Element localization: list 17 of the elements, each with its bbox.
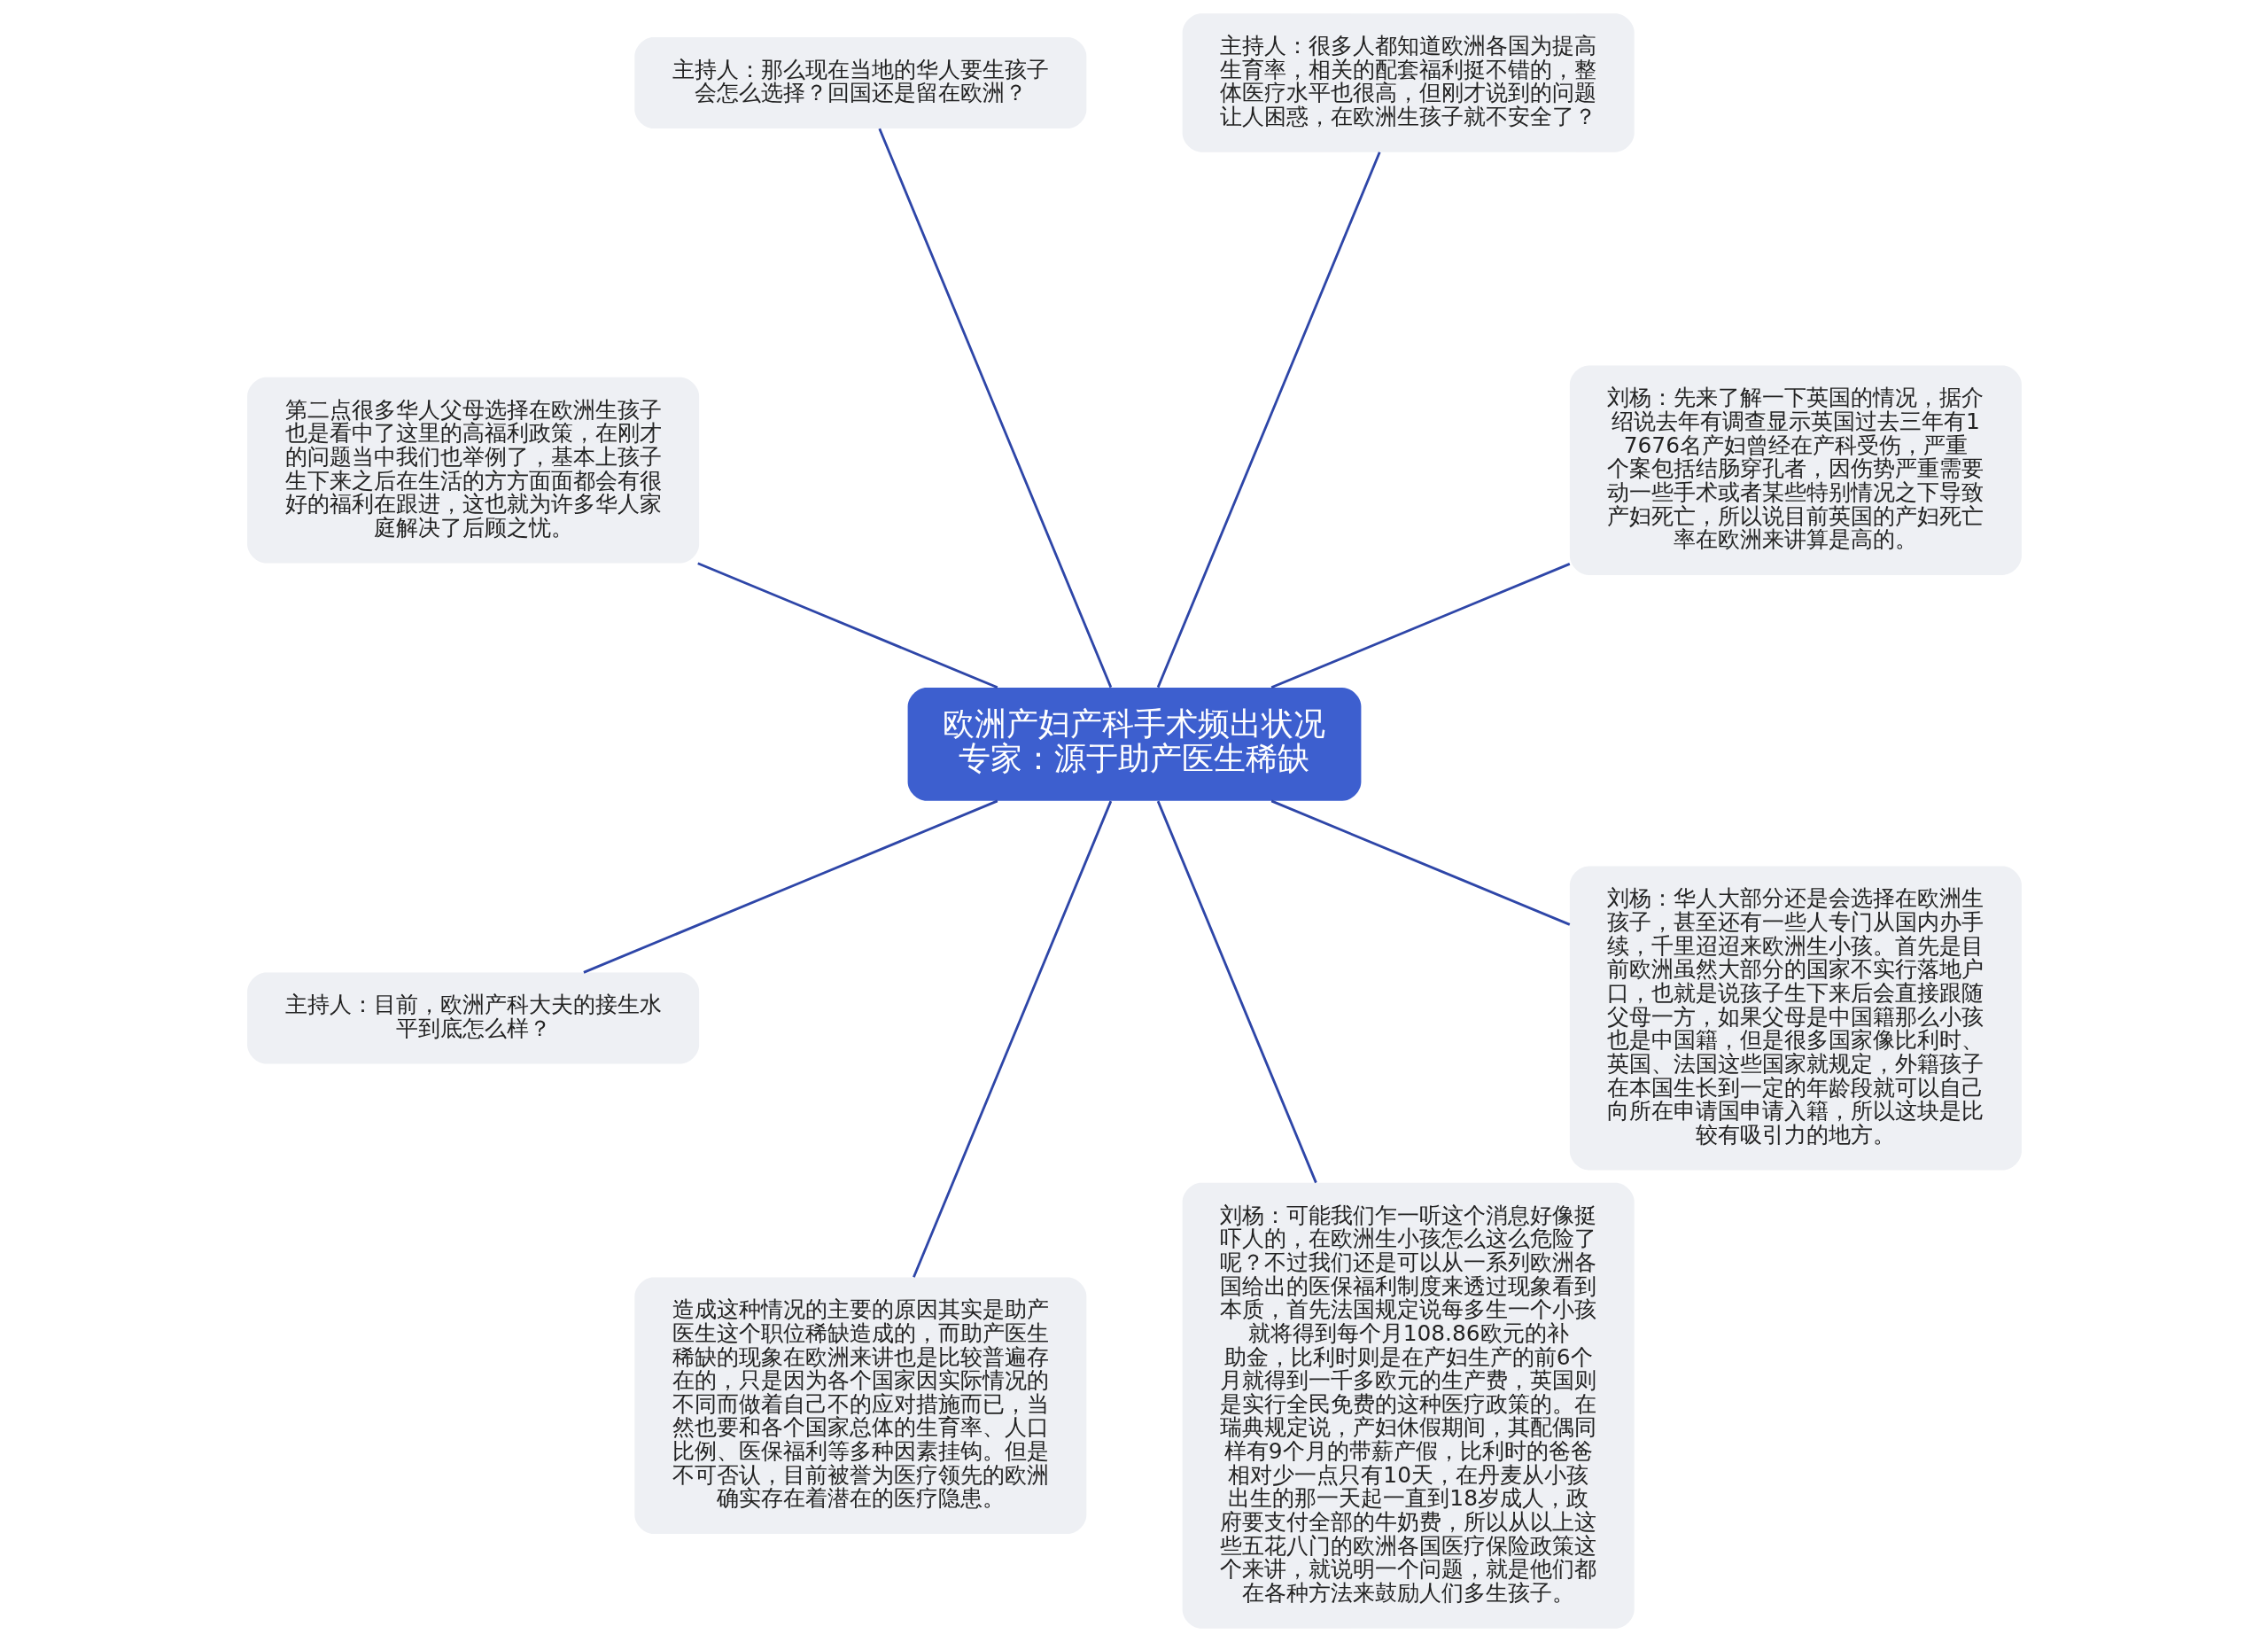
node-box: 刘杨：华人大部分还是会选择在欧洲生孩子，甚至还有一些人专门从国内办手续，千里迢迢来欧洲生小孩。首先是目前欧洲虽然大部分的国家不实行落地户口，也就是说孩子生下来后会直接跟随父母一方，如果父母是中国籍那么小孩也是中国籍，但是很多国家像比利时、英国、法国这些国家就规定，外籍孩子在本国生长到一定的年龄段就可以自己向所在申请国申请入籍，所以这块是比较有吸引力的地方。 [1569,866,2022,1171]
node-box: 主持人：很多人都知道欧洲各国为提高生育率，相关的配套福利挺不错的，整体医疗水平也很高，但刚才说到的问题让人困惑，在欧洲生孩子就不安全了？ [1182,13,1635,152]
connector [1270,563,1570,689]
node-box: 刘杨：可能我们乍一听这个消息好像挺吓人的，在欧洲生小孩怎么这么危险了呢？不过我们还是可以从一系列欧洲各国给出的医保福利制度来透过现象看到本质，首先法国规定说每多生一个小孩就将得到每个月108.86欧元的补助金，比利时则是在产妇生产的前6个月就得到一千多欧元的生产费，英国则是实行全民免费的这种医疗政策的。在瑞典规定说，产妇休假期间，其配偶同样有9个月的带薪产假，比利时的爸爸相对少一点只有10天，在丹麦从小孩出生的那一天起一直到18岁成人，政府要支付全部的牛奶费，所以从以上这些五花八门的欧洲各国医疗保险政策这个来讲，就说明一个问题，就是他们都在各种方法来鼓励人们多生孩子。 [1182,1182,1635,1629]
node-box: 造成这种情况的主要的原因其实是助产医生这个职位稀缺造成的，而助产医生稀缺的现象在欧洲来讲也是比较普遍存在的，只是因为各个国家因实际情况的不同而做着自己不的应对措施而已，当然也要和各个国家总体的生育率、人口比例、医保福利等多种因素挂钩。但是不可否认，目前被誉为医疗领先的欧洲确实存在着潜在的医疗隐患。 [633,1277,1086,1535]
connector [1156,800,1317,1184]
node-box: 刘杨：先来了解一下英国的情况，据介绍说去年有调查显示英国过去三年有17676名产妇曾经在产科受伤，严重个案包括结肠穿孔者，因伤势严重需要动一些手术或者某些特别情况之下导致产妇死亡，所以说目前英国的产妇死亡率在欧洲来讲算是高的。 [1569,365,2022,575]
connector [1156,152,1381,689]
connector [696,562,998,689]
connector [912,800,1112,1278]
node-box: 主持人：目前，欧洲产科大夫的接生水平到底怎么样？ [246,972,699,1064]
connector [582,799,998,974]
connector [1270,799,1570,926]
connector [877,128,1112,689]
node-box: 主持人：那么现在当地的华人要生孩子会怎么选择？回国还是留在欧洲？ [633,36,1086,129]
node-box: 第二点很多华人父母选择在欧洲生孩子也是看中了这里的高福利政策，在刚才的问题当中我们也举例了，基本上孩子生下来之后在生活的方方面面都会有很好的福利在跟进，这也就为许多华人家庭解决了后顾之忧。 [246,377,699,564]
node-box: 欧洲产妇产科手术频出状况专家：源于助产医生稀缺 [907,687,1361,801]
